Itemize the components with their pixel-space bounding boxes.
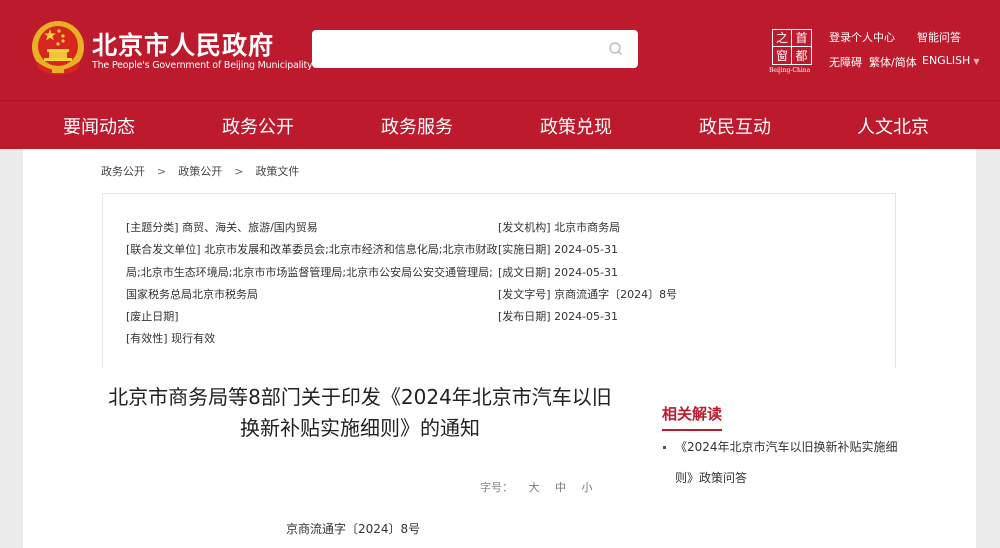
- info-joint-issuers-line2: 局;北京市生态环境局;北京市市场监督管理局;北京市公安局公安交通管理局;: [126, 266, 493, 279]
- info-issuer-value: 北京市商务局: [554, 221, 621, 234]
- nav-item-gov-services[interactable]: 政务服务: [381, 117, 453, 138]
- info-joint-value: 北京市发展和改革委员会;北京市经济和信息化局;北京市财政: [204, 243, 498, 256]
- info-effective-date: [实施日期] 2024-05-31: [498, 241, 618, 257]
- info-repeal-date: [废止日期]: [126, 308, 179, 324]
- breadcrumb-separator: >: [234, 165, 244, 178]
- nav-item-culture-beijing[interactable]: 人文北京: [857, 117, 929, 138]
- info-docno-value: 京商流通字〔2024〕8号: [554, 288, 678, 301]
- info-repeal-label: [废止日期]: [126, 310, 179, 323]
- related-interpretation-heading: 相关解读: [662, 403, 723, 431]
- font-size-small-button[interactable]: 小: [581, 481, 593, 494]
- search-box: [312, 30, 638, 68]
- info-validity-label: [有效性]: [126, 332, 168, 345]
- info-validity: [有效性] 现行有效: [126, 330, 215, 346]
- capital-logo-caption: Beijing-China: [769, 67, 811, 74]
- site-header: 北京市人民政府 The People's Government of Beiji…: [0, 0, 1000, 101]
- nav-item-gov-affairs-open[interactable]: 政务公开: [222, 117, 294, 138]
- nav-item-interaction[interactable]: 政民互动: [699, 117, 771, 138]
- capital-logo-char: 首: [792, 30, 811, 47]
- capital-logo-char: 都: [795, 48, 808, 63]
- breadcrumb-item[interactable]: 政策公开: [178, 165, 223, 178]
- info-issuer: [发文机构] 北京市商务局: [498, 219, 620, 235]
- capital-logo-char: 窗: [773, 47, 792, 64]
- main-nav: 要闻动态 政务公开 政务服务 政策兑现 政民互动 人文北京: [0, 101, 1000, 149]
- breadcrumb-separator: >: [157, 165, 167, 178]
- english-link[interactable]: ENGLISH▼: [922, 54, 980, 67]
- info-topic-label: [主题分类]: [126, 221, 179, 234]
- site-title[interactable]: 北京市人民政府: [92, 31, 275, 60]
- info-effective-label: [实施日期]: [498, 243, 551, 256]
- info-effective-value: 2024-05-31: [554, 243, 619, 256]
- nav-item-news[interactable]: 要闻动态: [63, 117, 135, 138]
- document-number: 京商流通字〔2024〕8号: [286, 522, 421, 536]
- site-subtitle: The People's Government of Beijing Munic…: [92, 60, 313, 71]
- info-joint-issuers-line3: 国家税务总局北京市税务局: [126, 288, 258, 301]
- capital-logo-char: 之: [773, 30, 792, 47]
- info-publish-value: 2024-05-31: [554, 310, 619, 323]
- breadcrumb: 政务公开 > 政策公开 > 政策文件: [101, 163, 299, 179]
- nav-item-policy-fulfillment[interactable]: 政策兑现: [540, 117, 612, 138]
- info-publish-label: [发布日期]: [498, 310, 551, 323]
- info-topic-value: 商贸、海关、旅游/国内贸易: [182, 221, 318, 234]
- info-created-label: [成文日期]: [498, 266, 551, 279]
- font-size-medium-button[interactable]: 中: [555, 481, 566, 494]
- national-emblem-icon[interactable]: [30, 19, 86, 81]
- info-doc-number: [发文字号] 京商流通字〔2024〕8号: [498, 286, 677, 302]
- smart-qa-link[interactable]: 智能问答: [917, 31, 961, 44]
- breadcrumb-item[interactable]: 政策文件: [255, 165, 300, 178]
- related-list: 《2024年北京市汽车以旧换新补贴实施细则》政策问答: [662, 432, 902, 494]
- accessibility-link[interactable]: 无障碍: [829, 56, 862, 69]
- document-title: 北京市商务局等8部门关于印发《2024年北京市汽车以旧换新补贴实施细则》的通知: [108, 385, 612, 440]
- font-size-selector: 字号： 大 中 小: [480, 479, 593, 495]
- related-list-item[interactable]: 《2024年北京市汽车以旧换新补贴实施细则》政策问答: [662, 432, 902, 494]
- caret-down-icon: ▼: [973, 57, 980, 66]
- english-label: ENGLISH: [922, 54, 971, 67]
- info-topic: [主题分类] 商贸、海关、旅游/国内贸易: [126, 219, 318, 235]
- info-joint-label: [联合发文单位]: [126, 243, 201, 256]
- search-input[interactable]: [312, 30, 592, 68]
- info-issuer-label: [发文机构]: [498, 221, 551, 234]
- search-icon[interactable]: [608, 41, 624, 57]
- traditional-simplified-toggle[interactable]: 繁体/简体: [869, 56, 917, 69]
- info-created-date: [成文日期] 2024-05-31: [498, 264, 618, 280]
- breadcrumb-item[interactable]: 政务公开: [101, 165, 145, 178]
- font-size-label: 字号：: [480, 481, 513, 494]
- info-created-value: 2024-05-31: [554, 266, 619, 279]
- capital-window-logo[interactable]: 之 首 窗 都: [772, 29, 812, 65]
- login-personal-center-link[interactable]: 登录个人中心: [829, 31, 895, 44]
- info-publish-date: [发布日期] 2024-05-31: [498, 308, 618, 324]
- info-validity-value: 现行有效: [171, 332, 216, 345]
- info-joint-issuers: [联合发文单位] 北京市发展和改革委员会;北京市经济和信息化局;北京市财政: [126, 241, 498, 257]
- document-info-box: [102, 193, 896, 368]
- font-size-large-button[interactable]: 大: [528, 481, 540, 494]
- info-docno-label: [发文字号]: [498, 288, 551, 301]
